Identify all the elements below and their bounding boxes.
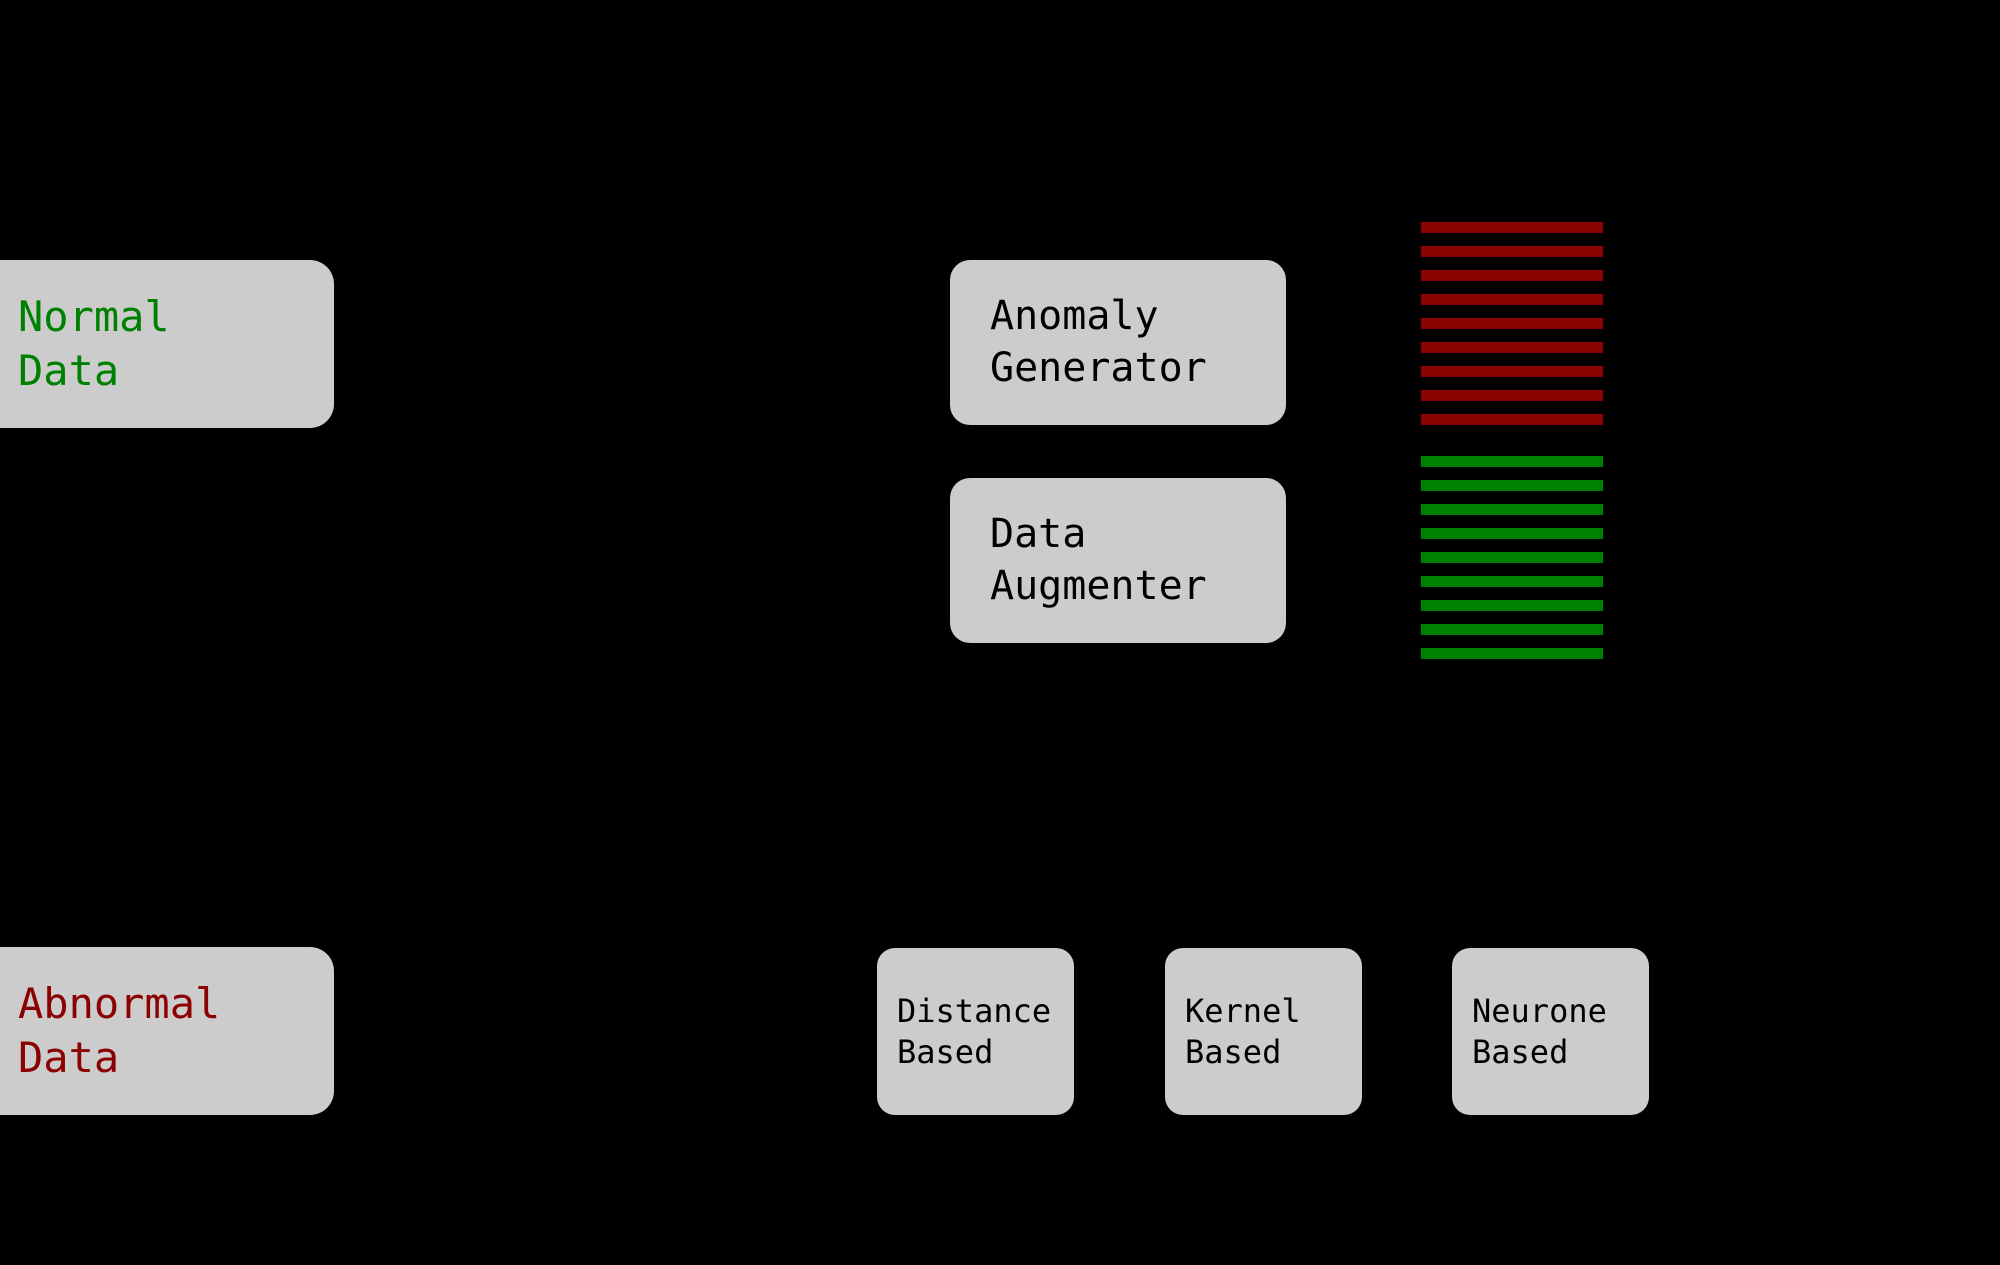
- sample-stripe-anomalous: [1421, 222, 1603, 233]
- sample-stripe-anomalous: [1421, 246, 1603, 257]
- sample-stripe-normal: [1421, 624, 1603, 635]
- node-detector-neurone-based-label: Neurone Based: [1472, 991, 1607, 1071]
- sample-stripe-normal: [1421, 600, 1603, 611]
- sample-stripe-normal: [1421, 576, 1603, 587]
- sample-stripe-anomalous: [1421, 366, 1603, 377]
- sample-stripe-normal: [1421, 480, 1603, 491]
- node-normal-data[interactable]: Normal Data: [0, 260, 334, 428]
- generated-sample-stack: [1421, 222, 1603, 674]
- node-abnormal-data-label: Abnormal Data: [18, 979, 221, 1082]
- node-anomaly-generator[interactable]: Anomaly Generator: [950, 260, 1286, 425]
- node-detector-kernel-based[interactable]: Kernel Based: [1165, 948, 1362, 1115]
- node-abnormal-data[interactable]: Abnormal Data: [0, 947, 334, 1115]
- sample-stripe-normal: [1421, 648, 1603, 659]
- node-data-augmenter-label: Data Augmenter: [990, 511, 1207, 609]
- sample-stripe-anomalous: [1421, 294, 1603, 305]
- node-detector-distance-based[interactable]: Distance Based: [877, 948, 1074, 1115]
- node-normal-data-label: Normal Data: [18, 292, 170, 395]
- sample-stripe-anomalous: [1421, 414, 1603, 425]
- node-detector-neurone-based[interactable]: Neurone Based: [1452, 948, 1649, 1115]
- sample-stripe-anomalous: [1421, 270, 1603, 281]
- node-detector-kernel-based-label: Kernel Based: [1185, 991, 1301, 1071]
- sample-stripe-anomalous: [1421, 318, 1603, 329]
- node-anomaly-generator-label: Anomaly Generator: [990, 293, 1207, 391]
- sample-stripe-normal: [1421, 504, 1603, 515]
- node-detector-distance-based-label: Distance Based: [897, 991, 1052, 1071]
- sample-stripe-normal: [1421, 456, 1603, 467]
- node-data-augmenter[interactable]: Data Augmenter: [950, 478, 1286, 643]
- sample-stripe-anomalous: [1421, 342, 1603, 353]
- sample-stripe-anomalous: [1421, 390, 1603, 401]
- sample-stripe-normal: [1421, 528, 1603, 539]
- sample-stripe-normal: [1421, 552, 1603, 563]
